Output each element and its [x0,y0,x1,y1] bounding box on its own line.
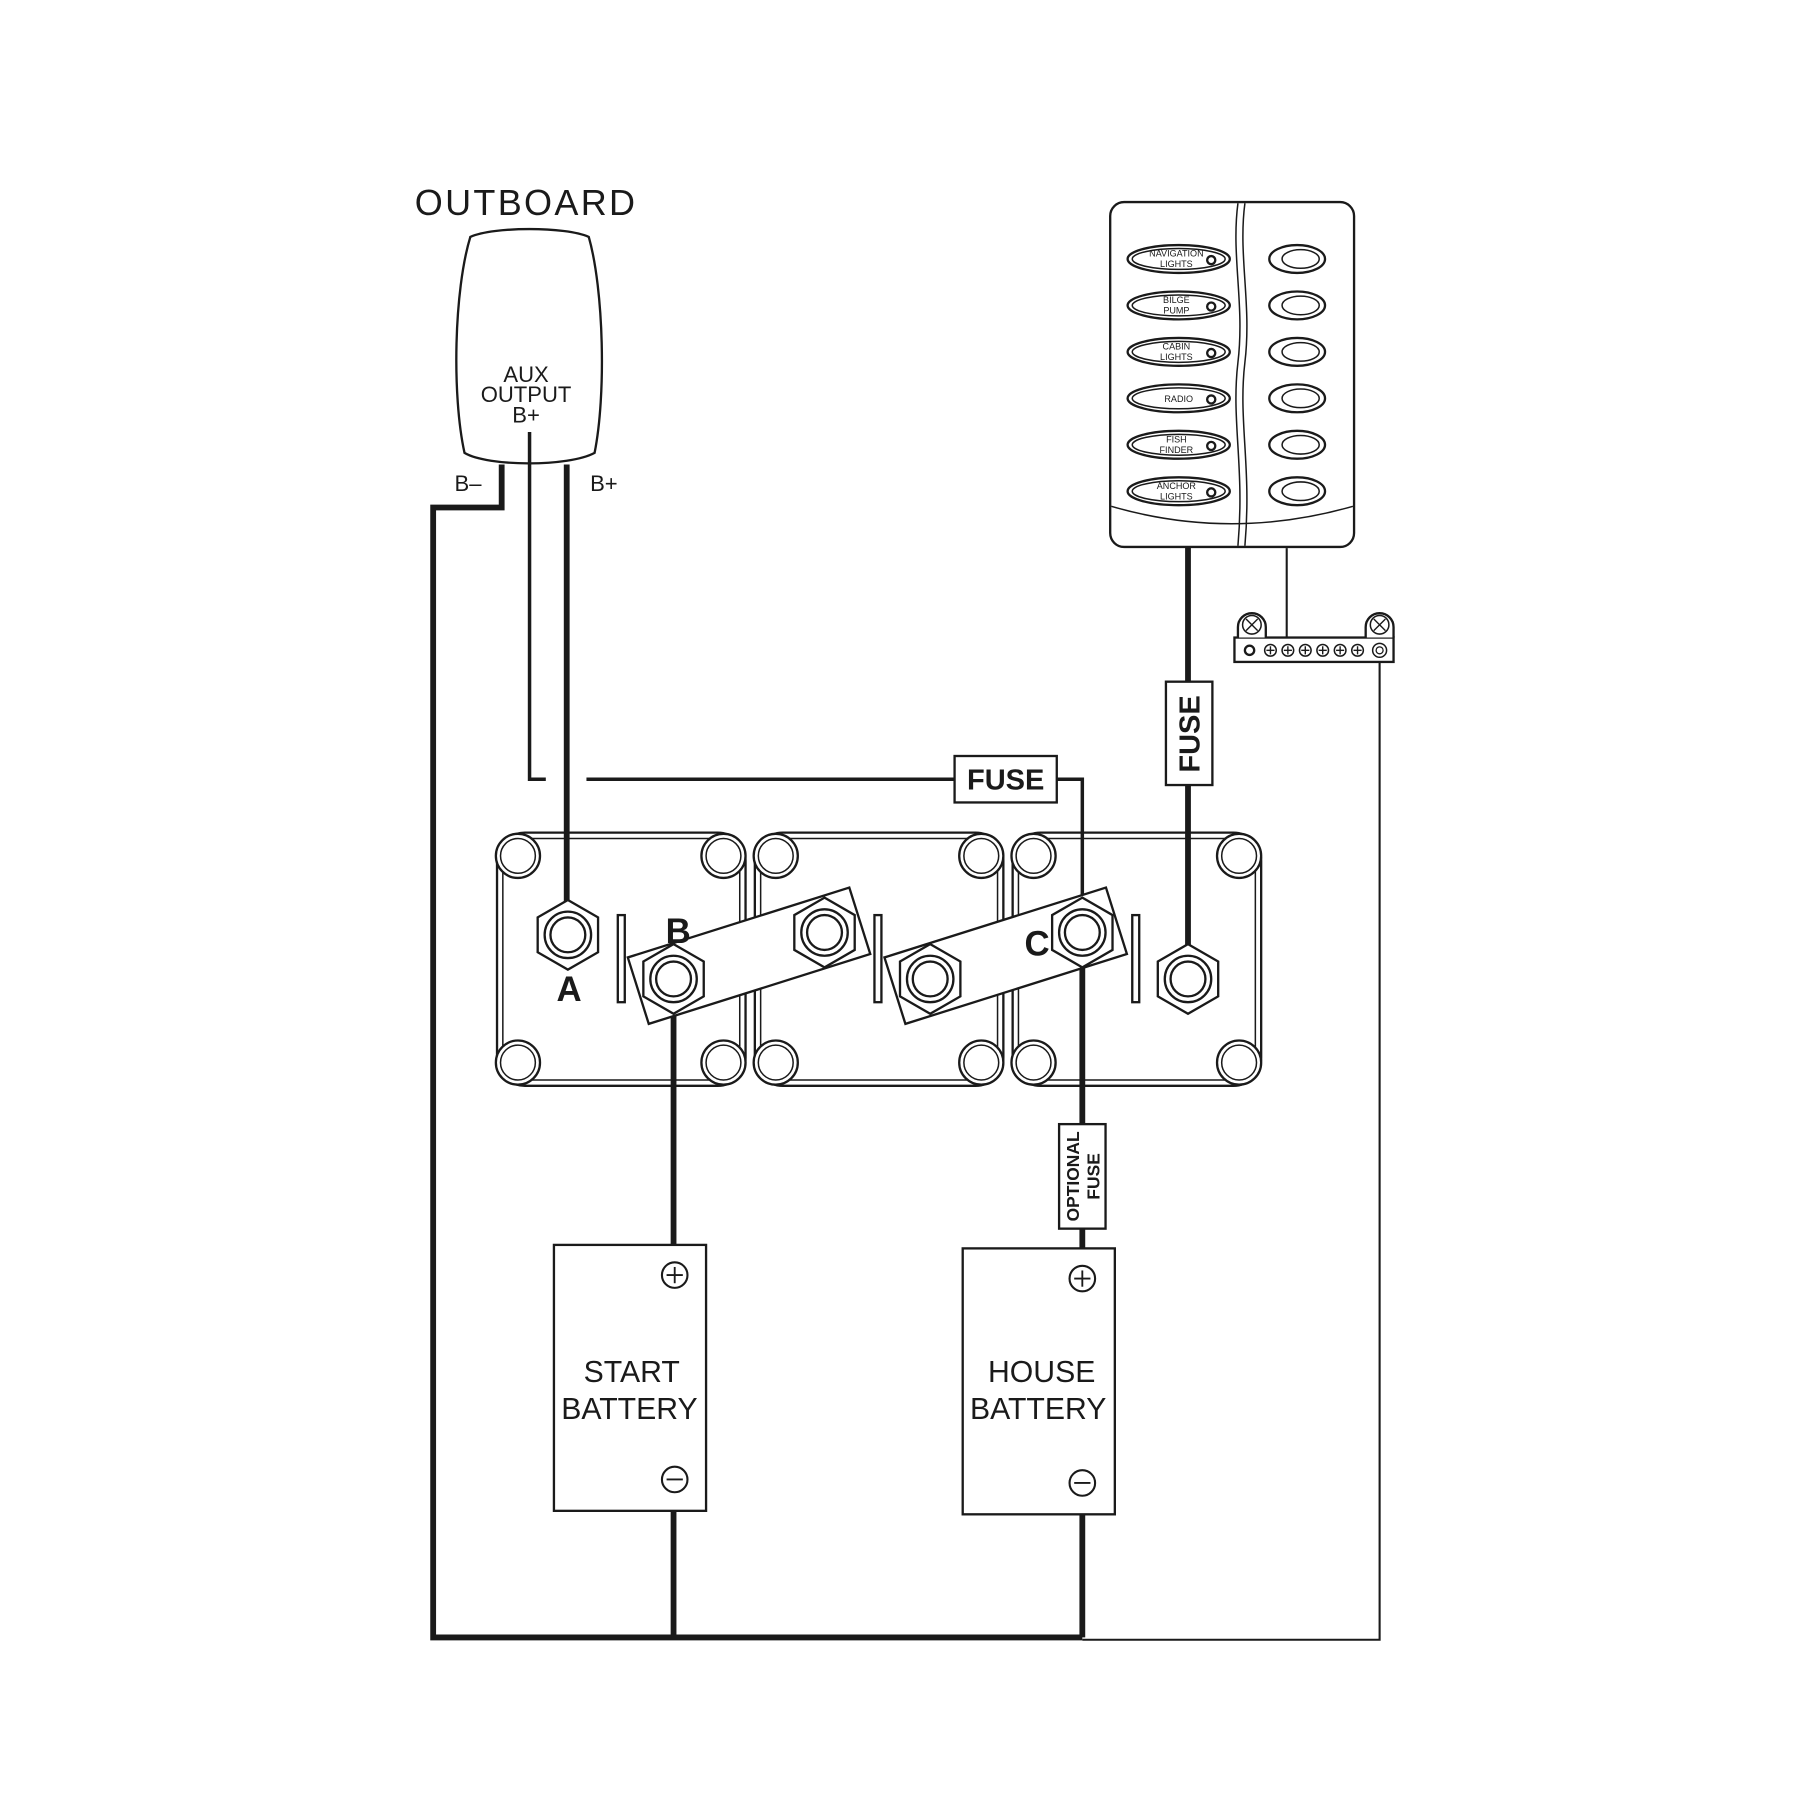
circuit-label-line-1: BILGE [1163,295,1190,305]
panel-divider [1235,203,1241,546]
indicator-led-icon [1206,394,1217,405]
house-battery: HOUSE BATTERY [961,1247,1116,1516]
optional-fuse: OPTIONAL FUSE [1057,1122,1107,1230]
circuit-label-anchor-lights: ANCHOR LIGHTS [1126,476,1231,507]
start-battery-label-1: START [584,1356,680,1389]
panel-fuse: FUSE [1164,680,1214,787]
wiring [430,432,1381,1641]
house-battery-label-2: BATTERY [970,1393,1106,1426]
aux-output-label-3: B+ [512,403,540,428]
circuit-label-line-2: LIGHTS [1160,352,1193,362]
screw-icon [1333,643,1347,657]
indicator-led-icon [1206,487,1217,498]
circuit-label-line-1: ANCHOR [1157,481,1197,491]
bus-hole [1243,644,1256,657]
toggle-switch-icon [1268,290,1327,321]
negative-terminal-icon [1068,1469,1097,1497]
circuit-label-line-1: NAVIGATION [1149,249,1203,259]
bus-stud-icon [1371,642,1388,659]
toggle-switch-icon [1268,336,1327,367]
screw-icon [1369,614,1390,635]
terminal-c-label: C [1024,925,1049,964]
outboard-body [455,227,604,465]
positive-terminal-icon [660,1261,689,1289]
circuit-label-fish-finder: FISH FINDER [1126,429,1231,460]
terminal-a-label: A [556,970,581,1009]
circuit-label-navigation-lights: NAVIGATION LIGHTS [1126,243,1231,275]
toggle-switch-icon [1268,383,1327,414]
negative-wire [430,464,1083,1641]
toggle-switch-icon [1268,476,1327,507]
ground-wire [1082,661,1381,1641]
house-battery-label-1: HOUSE [988,1356,1095,1389]
optional-fuse-label-1: OPTIONAL [1063,1131,1083,1221]
aux-fuse: FUSE [953,754,1058,804]
circuit-label-line-2: PUMP [1163,306,1189,316]
switch-module-3 [1010,831,1263,1087]
screw-icon [1241,614,1262,635]
aux-output-label-2: OUTPUT [481,382,572,407]
aux-output-wire [1056,777,1085,906]
screw-icon [1263,643,1278,657]
circuit-label-line-1: CABIN [1163,342,1191,352]
outboard-title: OUTBOARD [415,182,638,223]
toggle-switch-icon [1268,429,1327,460]
outboard-engine: OUTBOARD AUX OUTPUT B+ B– B+ [415,182,638,496]
circuit-label-line-2: LIGHTS [1160,491,1193,501]
panel-fuse-label: FUSE [1175,695,1207,772]
circuit-label-line-1: RADIO [1164,394,1193,404]
switch-terminals: A B C [536,886,1220,1026]
start-battery: START BATTERY [552,1243,708,1512]
circuit-label-line-2: LIGHTS [1160,259,1193,269]
circuit-label-bilge-pump: BILGE PUMP [1126,290,1231,321]
switch-separator [873,913,883,1004]
screw-icon [1281,643,1295,657]
terminal-b-label: B [666,912,691,951]
switch-module-1 [494,831,747,1087]
aux-output-wire [527,432,546,781]
optional-fuse-label-2: FUSE [1084,1153,1104,1199]
negative-terminal-icon [660,1465,689,1494]
screw-icon [1350,643,1365,657]
battery-switch [494,831,1263,1087]
switch-separator [1131,913,1141,1004]
indicator-led-icon [1206,347,1217,359]
circuit-label-line-2: FINDER [1160,445,1194,455]
panel-divider [1242,203,1248,546]
screw-icon [1298,643,1312,657]
indicator-led-icon [1206,254,1217,266]
toggle-switch-icon [1268,243,1327,275]
start-battery-label-2: BATTERY [561,1393,697,1426]
positive-terminal-icon [1068,1264,1097,1293]
screw-icon [1316,643,1330,657]
circuit-label-line-1: FISH [1166,434,1187,444]
negative-bus-bar [1233,612,1395,664]
indicator-led-icon [1206,301,1217,312]
aux-fuse-label: FUSE [967,765,1044,797]
switch-panel: NAVIGATION LIGHTS BILGE PUMP CABIN LIGHT… [1109,200,1356,549]
switch-separator [616,913,626,1004]
circuit-label-radio: RADIO [1126,383,1231,414]
positive-wire-label: B+ [590,471,618,496]
negative-wire-label: B– [455,471,483,496]
indicator-led-icon [1206,440,1217,452]
circuit-label-cabin-lights: CABIN LIGHTS [1126,336,1231,367]
aux-output-label-1: AUX [503,362,549,387]
